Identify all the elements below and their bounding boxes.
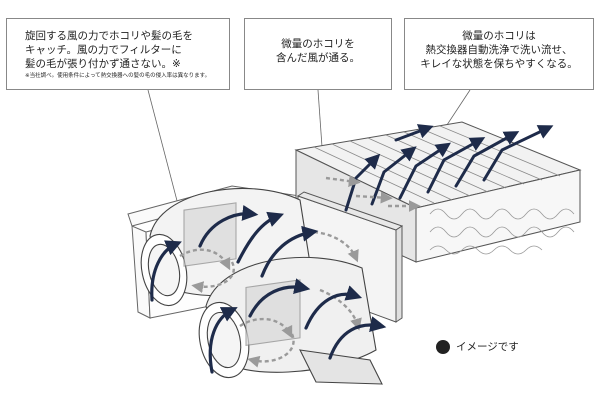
exchanger-dust-arrows [325,175,421,212]
heat-exchanger-callout-line-3: キレイな状態を保ちやすくなる。 [420,58,578,70]
legend-dot-icon [436,339,450,354]
image-legend: イメージです [436,339,519,354]
dust-swirl-arrows [179,230,362,368]
filter-callout-line-3: 髪の毛が張り付かず通さない。※ [25,58,181,70]
legend-label: イメージです [456,341,519,353]
filter-callout-note: ※当社調べ。使用条件によって熱交換器への髪の毛の侵入率は異なります。 [25,73,211,79]
heat-exchanger-callout-line-1: 微量のホコリは [462,30,536,42]
dust-air-callout-line-2: 含んだ風が通る。 [276,52,360,64]
filter-callout: 旋回する風の力でホコリや髪の毛を キャッチ。風の力でフィルターに 髪の毛が張り付… [6,18,230,90]
exchanger-airflow-arrows [344,124,554,212]
filter-callout-line-2: キャッチ。風の力でフィルターに [25,44,182,56]
lower-fan-unit [198,256,383,385]
dust-air-callout: 微量のホコリを 含んだ風が通る。 [244,18,392,90]
heat-exchanger-callout-line-2: 熱交換器自動洗浄で洗い流せ、 [425,44,573,56]
dust-air-callout-line-1: 微量のホコリを [281,38,355,50]
filter-callout-line-1: 旋回する風の力でホコリや髪の毛を [25,30,193,42]
heat-exchanger-callout: 微量のホコリは 熱交換器自動洗浄で洗い流せ、 キレイな状態を保ちやすくなる。 [404,18,594,90]
airflow-arrows [150,204,387,374]
